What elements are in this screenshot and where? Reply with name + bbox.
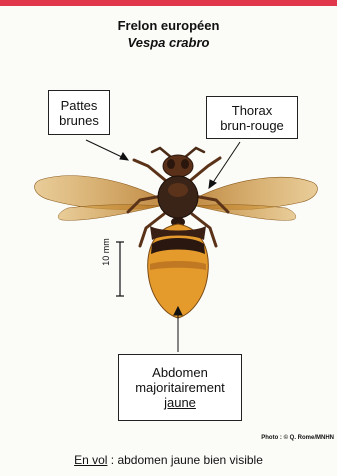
label-legs-line2: brunes [59, 113, 99, 128]
caption-text: : abdomen jaune bien visible [107, 453, 262, 467]
label-thorax-line1: Thorax [232, 103, 272, 118]
label-abdomen: Abdomen majoritairement jaune [118, 354, 242, 421]
label-legs: Pattes brunes [48, 90, 110, 135]
label-thorax-line2: brun-rouge [220, 118, 284, 133]
scale-label: 10 mm [100, 232, 112, 272]
label-abdomen-line1: Abdomen [152, 365, 208, 380]
label-abdomen-line2: majoritairement [135, 380, 225, 395]
photo-credit: Photo : © Q. Rome/MNHN [232, 434, 334, 442]
label-legs-line1: Pattes [61, 98, 98, 113]
hornet-abdomen [148, 224, 209, 318]
flight-caption: En vol : abdomen jaune bien visible [0, 452, 337, 468]
left-wing [35, 176, 160, 221]
label-abdomen-line3: jaune [164, 395, 196, 410]
label-thorax: Thorax brun-rouge [206, 96, 298, 139]
caption-lead: En vol [74, 453, 107, 467]
scale-bar [116, 242, 124, 296]
